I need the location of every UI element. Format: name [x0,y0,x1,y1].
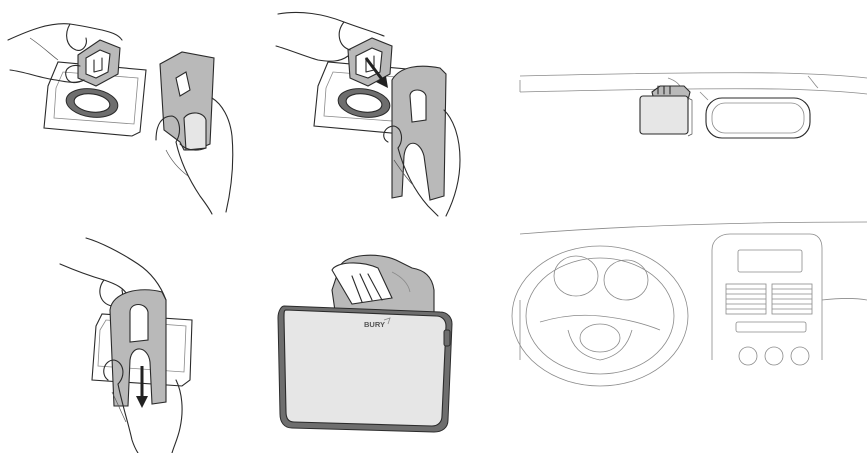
panel-slide-holder [60,238,192,453]
panel-insert-holder [276,12,460,216]
air-vent-right [772,284,812,314]
panel-attach-clip [8,24,233,214]
panel-dashboard-view [512,222,867,386]
air-vent-left [726,284,766,314]
panel-windshield-mounting [520,73,867,138]
brand-logo: BURY [364,320,385,329]
panel-device-assembled: BURY [278,255,452,432]
